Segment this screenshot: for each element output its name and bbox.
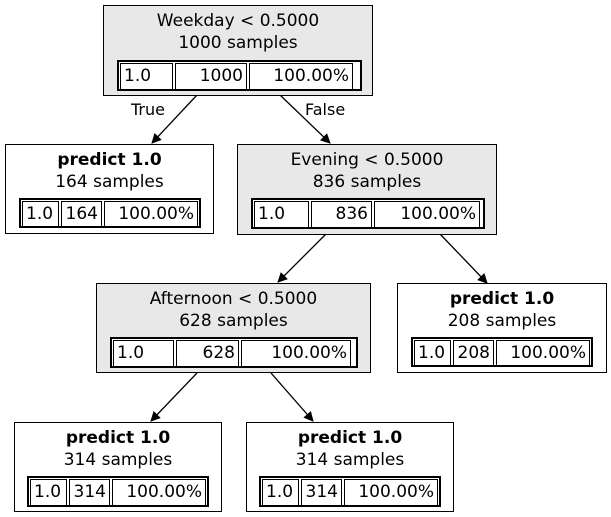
stat-class: 1.0 [414,340,451,366]
node-stats-table: 1.0 314 100.00% [259,476,441,507]
stat-class: 1.0 [113,340,174,367]
edge-n2-to-n4 [439,233,488,284]
stat-count: 314 [69,479,110,506]
stat-count: 628 [176,340,239,367]
stat-count: 836 [311,201,372,228]
stat-percent: 100.00% [496,340,590,366]
node-sample-count: 1000 samples [178,33,298,53]
stat-percent: 100.00% [374,201,480,228]
stat-class: 1.0 [254,201,309,228]
edge-n3-to-n5 [150,372,198,422]
tree-node-root: Weekday < 0.5000 1000 samples 1.0 1000 1… [103,5,373,96]
tree-node-leaf-314-left: predict 1.0 314 samples 1.0 314 100.00% [14,422,222,512]
tree-node-leaf-164: predict 1.0 164 samples 1.0 164 100.00% [5,144,214,234]
node-sample-count: 836 samples [312,172,422,192]
stat-percent: 100.00% [112,479,206,506]
node-sample-count: 628 samples [179,311,288,331]
tree-node-afternoon: Afternoon < 0.5000 628 samples 1.0 628 1… [96,283,371,373]
stat-percent: 100.00% [241,340,351,367]
stat-class: 1.0 [120,63,173,90]
node-prediction: predict 1.0 [65,428,171,448]
node-stats-table: 1.0 1000 100.00% [117,60,362,91]
node-sample-count: 314 samples [63,450,173,470]
stat-percent: 100.00% [249,63,353,90]
stat-count: 1000 [175,63,247,90]
node-stats-table: 1.0 164 100.00% [19,198,201,228]
node-prediction: predict 1.0 [297,428,403,448]
tree-node-leaf-208: predict 1.0 208 samples 1.0 208 100.00% [397,283,607,373]
node-stats-table: 1.0 314 100.00% [27,476,209,507]
stat-count: 208 [453,340,494,366]
node-sample-count: 314 samples [295,450,405,470]
node-split-condition: Weekday < 0.5000 [156,11,320,31]
node-prediction: predict 1.0 [57,150,162,170]
edge-root-to-n1 [151,94,198,144]
edge-label-false: False [305,100,346,119]
stat-class: 1.0 [30,479,67,506]
stat-class: 1.0 [262,479,299,506]
node-split-condition: Afternoon < 0.5000 [149,289,318,309]
tree-node-evening: Evening < 0.5000 836 samples 1.0 836 100… [237,144,497,235]
stat-percent: 100.00% [344,479,438,506]
node-stats-table: 1.0 836 100.00% [251,198,485,229]
edge-n3-to-n6 [270,372,314,422]
stat-class: 1.0 [22,201,59,227]
node-sample-count: 164 samples [55,172,164,192]
stat-count: 314 [301,479,342,506]
stat-percent: 100.00% [104,201,198,227]
stat-count: 164 [61,201,102,227]
edge-label-true: True [131,100,165,119]
edge-root-to-n2 [279,94,331,144]
node-sample-count: 208 samples [447,311,557,331]
node-stats-table: 1.0 628 100.00% [110,337,358,368]
tree-node-leaf-314-right: predict 1.0 314 samples 1.0 314 100.00% [246,422,454,512]
edge-n2-to-n3 [277,233,327,283]
node-split-condition: Evening < 0.5000 [290,150,444,170]
node-stats-table: 1.0 208 100.00% [411,337,593,367]
node-prediction: predict 1.0 [449,289,555,309]
